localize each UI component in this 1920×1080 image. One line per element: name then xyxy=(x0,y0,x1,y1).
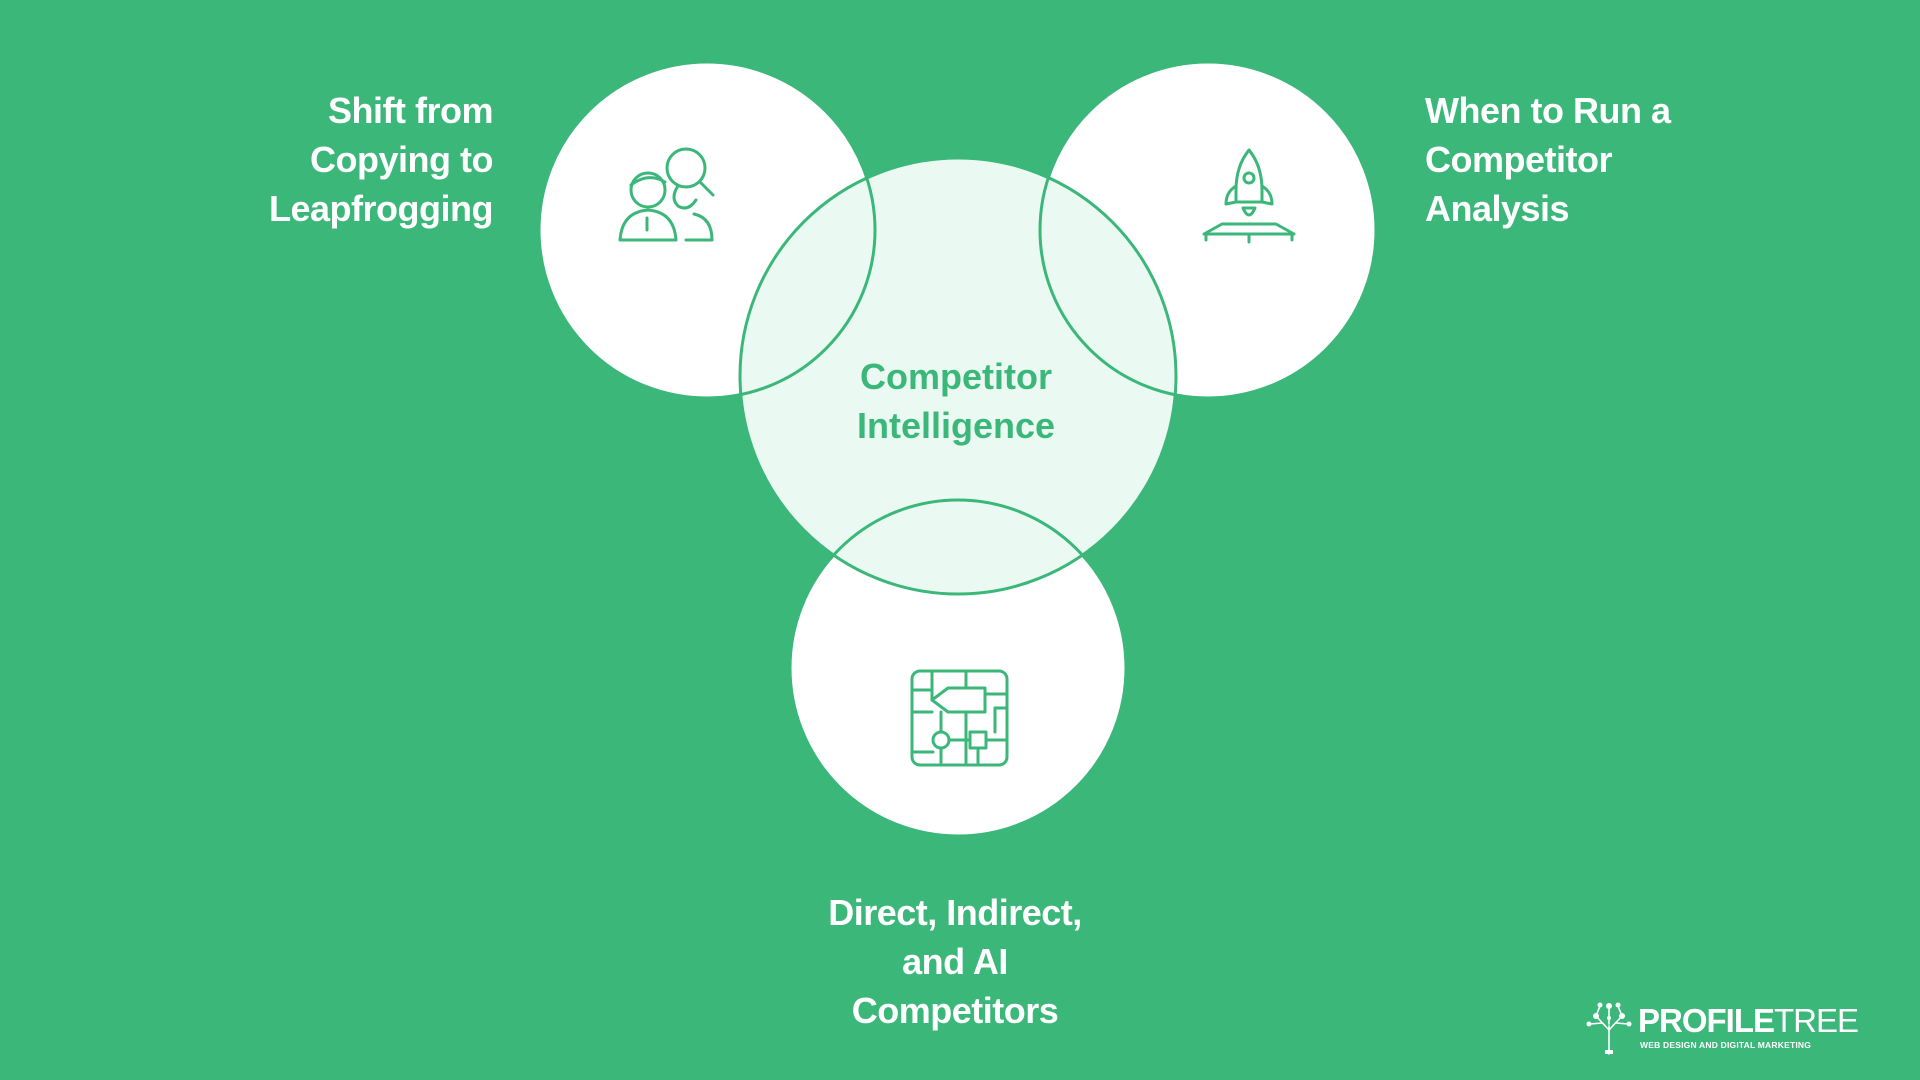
logo-word-bold: PROFILE xyxy=(1638,1002,1775,1039)
outline-bottom xyxy=(788,498,1128,838)
profiletree-logo: PROFILETREE WEB DESIGN AND DIGITAL MARKE… xyxy=(1584,1000,1859,1056)
label-when-to-run: When to Run a Competitor Analysis xyxy=(1425,86,1671,233)
center-line-1: Competitor xyxy=(860,356,1052,397)
center-label: Competitor Intelligence xyxy=(806,352,1106,450)
outline-top-right xyxy=(1038,60,1378,400)
center-line-2: Intelligence xyxy=(856,405,1056,446)
logo-wordmark: PROFILETREE xyxy=(1638,1002,1859,1040)
label-line: and AI xyxy=(902,941,1008,982)
people-search-icon xyxy=(618,147,715,242)
rocket-launch-icon xyxy=(1202,148,1296,244)
label-line: Direct, Indirect, xyxy=(828,892,1082,933)
label-line: When to Run a xyxy=(1425,90,1671,131)
label-line: Copying to xyxy=(310,139,493,180)
label-shift-from-copying: Shift from Copying to Leapfrogging xyxy=(269,86,493,233)
outline-center xyxy=(738,156,1178,596)
logo-word-thin: TREE xyxy=(1774,1002,1859,1039)
label-line: Shift from xyxy=(328,90,493,131)
logo-tagline: WEB DESIGN AND DIGITAL MARKETING xyxy=(1640,1040,1812,1050)
label-line: Analysis xyxy=(1425,188,1570,229)
circuit-chip-icon xyxy=(910,669,1009,767)
circle-outlines xyxy=(537,60,1378,838)
label-line: Competitor xyxy=(1425,139,1613,180)
tree-icon xyxy=(1586,1002,1632,1055)
label-line: Competitors xyxy=(851,990,1059,1031)
outline-top-left xyxy=(537,60,877,400)
circle-bottom xyxy=(790,500,1126,836)
circle-center xyxy=(740,158,1176,594)
label-line: Leapfrogging xyxy=(269,188,493,229)
label-direct-indirect-ai: Direct, Indirect, and AI Competitors xyxy=(815,888,1095,1035)
